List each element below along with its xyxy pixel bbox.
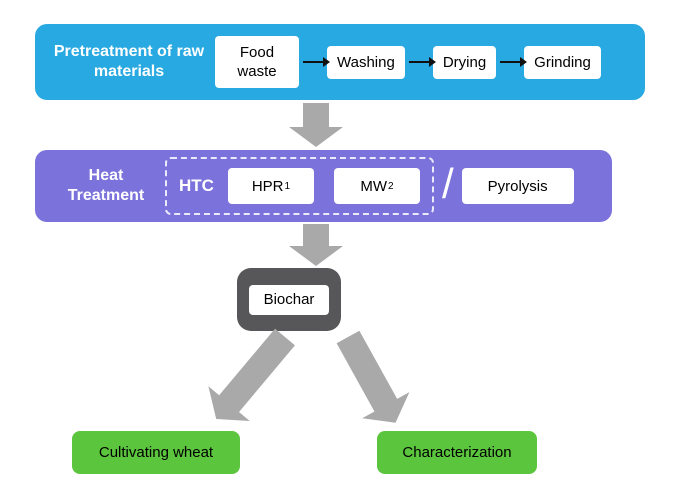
method-hpr-name: HPR	[251, 177, 284, 195]
step-grinding: Grinding	[524, 45, 601, 79]
arrow-right-icon	[408, 57, 436, 67]
heat-treatment-title: Heat Treatment	[67, 167, 145, 204]
step-drying: Drying	[432, 45, 497, 79]
biochar-box: Biochar	[249, 284, 329, 315]
arrow-right-icon	[303, 57, 330, 67]
htc-label: HTC	[179, 176, 214, 195]
arrow-right-icon	[500, 57, 528, 67]
flow-arrow-down-right	[336, 330, 410, 423]
flow-arrow-down-2	[289, 224, 343, 266]
pretreatment-bar: Pretreatment of raw materials Food waste…	[35, 24, 645, 100]
step-food-waste: Food waste	[215, 36, 299, 88]
slash-separator: /	[441, 160, 454, 207]
biochar-bar: Biochar	[237, 268, 341, 331]
outcome-cultivating-wheat: Cultivating wheat	[72, 431, 240, 474]
pretreatment-title: Pretreatment of raw materials	[53, 43, 205, 80]
method-hpr-footnote: 1	[284, 180, 291, 192]
flow-arrow-down-left	[208, 328, 295, 422]
flow-arrow-down-1	[289, 103, 343, 147]
method-mw-name: MW	[360, 177, 387, 195]
method-pyrolysis: Pyrolysis	[461, 168, 574, 204]
method-mw-footnote: 2	[388, 180, 394, 192]
outcome-characterization: Characterization	[377, 431, 537, 474]
step-washing: Washing	[327, 45, 405, 79]
